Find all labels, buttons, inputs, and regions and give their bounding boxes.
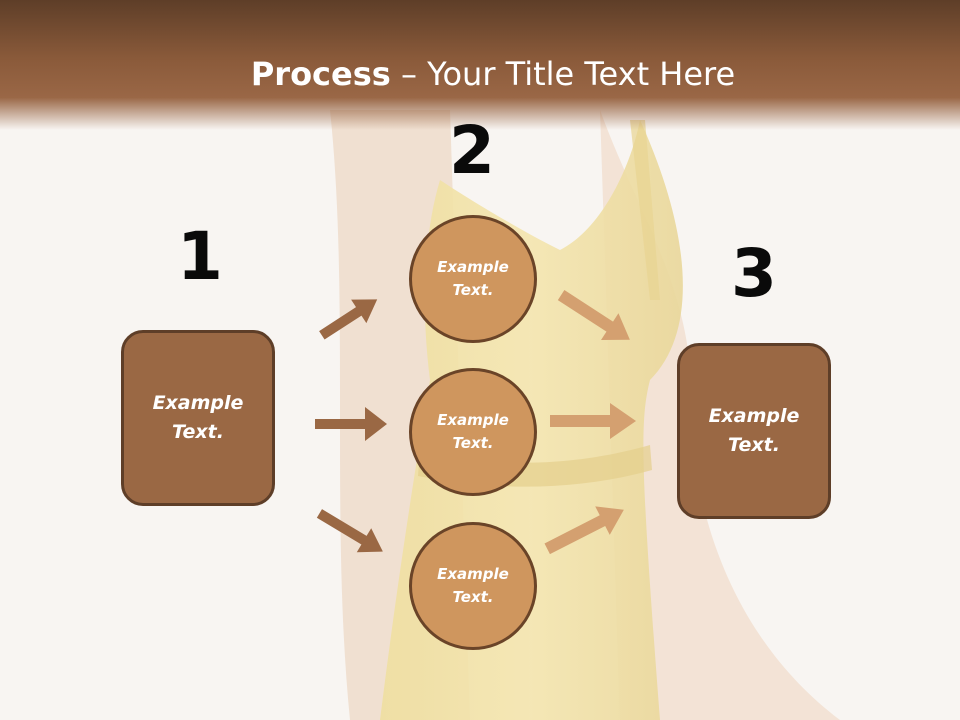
step2-circle-3-text: Example Text. [437,565,509,606]
step2-circle-2[interactable]: Example Text. [409,368,537,496]
arrow-box1-to-circle1 [319,299,378,340]
title-regular-part: – Your Title Text Here [390,55,736,93]
arrow-circle3-to-box3 [544,506,624,555]
step2-circle-1-text: Example Text. [437,258,509,299]
arrow-circle2-to-box3 [550,403,636,439]
arrow-box1-to-circle2 [315,407,387,441]
title-bold-part: Process [250,55,391,93]
step-number-2: 2 [449,112,495,189]
step1-box[interactable]: Example Text. [121,330,275,506]
step-number-1: 1 [177,218,223,295]
step3-box-text: Example Text. [708,405,800,456]
step2-circle-2-text: Example Text. [437,411,509,452]
step3-box[interactable]: Example Text. [677,343,831,519]
step2-circle-1[interactable]: Example Text. [409,215,537,343]
step1-box-text: Example Text. [152,392,244,443]
step-number-3: 3 [731,235,777,312]
arrow-box1-to-circle3 [316,509,383,553]
title-bar [0,0,960,130]
step2-circle-3[interactable]: Example Text. [409,522,537,650]
arrow-circle1-to-box3 [557,290,630,341]
slide-title[interactable]: Process – Your Title Text Here [0,52,960,96]
